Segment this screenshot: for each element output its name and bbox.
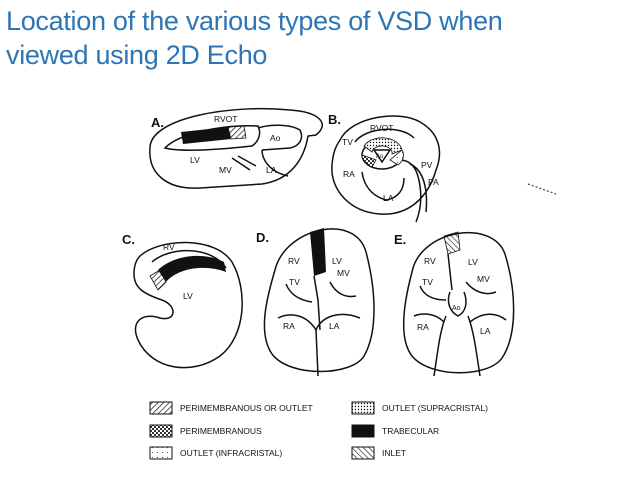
- legend-item: TRABECULAR: [351, 424, 439, 438]
- panel-e-outline: [402, 231, 515, 374]
- legend-swatch-fine-dots: [351, 401, 375, 415]
- panel-c-trabecular-defect: [158, 255, 226, 282]
- panel-d-label-mv: MV: [337, 268, 350, 278]
- panel-e-label-mv: MV: [477, 274, 490, 284]
- panel-e-letter: E.: [394, 232, 406, 247]
- legend-swatch-sparse-dots: [149, 446, 173, 460]
- panel-b: B. RVOT TV Ao RA PV PA LA: [328, 112, 441, 223]
- legend-label: TRABECULAR: [382, 426, 439, 436]
- panel-a-la-wall: [261, 149, 289, 177]
- panel-d-label-tv: TV: [289, 277, 300, 287]
- panel-a-perimembranous-defect: [227, 125, 247, 140]
- panel-d-letter: D.: [256, 230, 269, 245]
- panel-a-outline: [149, 107, 323, 189]
- panel-e-label-tv: TV: [422, 277, 433, 287]
- legend-swatch-reverse-hatch: [351, 446, 375, 460]
- panel-e-tricuspid: [419, 285, 447, 301]
- panel-e-outflow: [433, 315, 481, 377]
- panel-e-label-lv: LV: [468, 257, 478, 267]
- legend-item: PERIMEMBRANOUS OR OUTLET: [149, 401, 313, 415]
- legend-label: OUTLET (INFRACRISTAL): [180, 448, 282, 458]
- panel-b-rvot-wall: [354, 128, 415, 143]
- slide-title: Location of the various types of VSD whe…: [6, 4, 632, 72]
- slide-title-line-2: viewed using 2D Echo: [6, 40, 268, 70]
- panel-b-label-ra: RA: [343, 169, 355, 179]
- panel-d-label-ra: RA: [283, 321, 295, 331]
- panel-b-label-tv: TV: [342, 137, 353, 147]
- panel-d-atrial-septum: [315, 329, 319, 377]
- legend-swatch-diagonal-hatch: [149, 401, 173, 415]
- legend-label: PERIMEMBRANOUS OR OUTLET: [180, 403, 313, 413]
- panel-d-label-rv: RV: [288, 256, 300, 266]
- panel-a-label-rvot: RVOT: [214, 114, 237, 124]
- panel-a-label-la: LA: [266, 165, 277, 175]
- panel-a-label-mv: MV: [219, 165, 232, 175]
- legend-swatch-checker: [149, 424, 173, 438]
- panel-b-pa-wall: [409, 163, 428, 213]
- panel-b-perimembranous-defect: [361, 154, 377, 168]
- panel-c-label-lv: LV: [183, 291, 193, 301]
- panel-d-mitral: [329, 281, 357, 298]
- panel-c-outlet-defect: [149, 269, 167, 291]
- legend-item: INLET: [351, 446, 406, 460]
- panel-a: A. RVOT Ao LV MV LA: [149, 107, 323, 189]
- panel-e-aortic-root: [447, 291, 467, 317]
- panel-d-outline: [263, 228, 375, 373]
- panel-e-label-la: LA: [480, 326, 491, 336]
- legend: PERIMEMBRANOUS OR OUTLET OUTLET (SUPRACR…: [149, 401, 488, 460]
- panel-c: C. RV LV: [122, 232, 243, 369]
- panel-e-label-ra: RA: [417, 322, 429, 332]
- panel-a-aorta: [257, 124, 303, 151]
- panel-b-la: [361, 171, 405, 201]
- panel-b-label-la: LA: [383, 193, 394, 203]
- panel-b-aortic-valve: [372, 149, 392, 164]
- panel-d-septum: [313, 275, 321, 331]
- legend-swatch-solid-black: [351, 424, 375, 438]
- panel-e: E. RV LV TV MV Ao RA LA: [394, 231, 515, 377]
- panel-d: D. RV LV TV MV RA LA: [256, 228, 375, 377]
- panel-e-septum: [447, 253, 453, 291]
- panel-b-label-rvot: RVOT: [370, 123, 393, 133]
- legend-label: PERIMEMBRANOUS: [180, 426, 262, 436]
- scan-mark: [527, 183, 557, 195]
- panel-c-label-rv: RV: [163, 242, 175, 252]
- panel-d-tricuspid: [285, 283, 313, 303]
- panel-e-mitral: [465, 281, 497, 295]
- panel-a-label-ao: Ao: [270, 133, 281, 143]
- panel-a-trabecular-defect: [181, 127, 231, 144]
- legend-item: OUTLET (INFRACRISTAL): [149, 446, 282, 460]
- panel-c-letter: C.: [122, 232, 135, 247]
- panel-e-label-rv: RV: [424, 256, 436, 266]
- legend-label: OUTLET (SUPRACRISTAL): [382, 403, 488, 413]
- panel-a-mitral-valve: [231, 155, 257, 171]
- panel-b-label-ao: Ao: [376, 154, 384, 160]
- legend-item: PERIMEMBRANOUS: [149, 424, 262, 438]
- panel-d-label-la: LA: [329, 321, 340, 331]
- legend-item: OUTLET (SUPRACRISTAL): [351, 401, 488, 415]
- panel-a-label-lv: LV: [190, 155, 200, 165]
- panel-b-outline: [331, 115, 441, 215]
- panel-b-letter: B.: [328, 112, 341, 127]
- panel-d-label-lv: LV: [332, 256, 342, 266]
- panel-a-letter: A.: [151, 115, 164, 130]
- panel-e-label-ao: Ao: [452, 305, 461, 312]
- slide-title-line-1: Location of the various types of VSD whe…: [6, 6, 503, 36]
- legend-label: INLET: [382, 448, 406, 458]
- panel-d-trabecular-defect: [310, 228, 326, 276]
- panel-e-inlet-defect: [443, 231, 461, 255]
- panel-b-label-pa: PA: [428, 177, 439, 187]
- panel-b-label-pv: PV: [421, 160, 433, 170]
- panel-b-supracristal-defect: [363, 137, 403, 155]
- panel-e-atria: [413, 313, 507, 323]
- panel-c-outline: [133, 241, 243, 369]
